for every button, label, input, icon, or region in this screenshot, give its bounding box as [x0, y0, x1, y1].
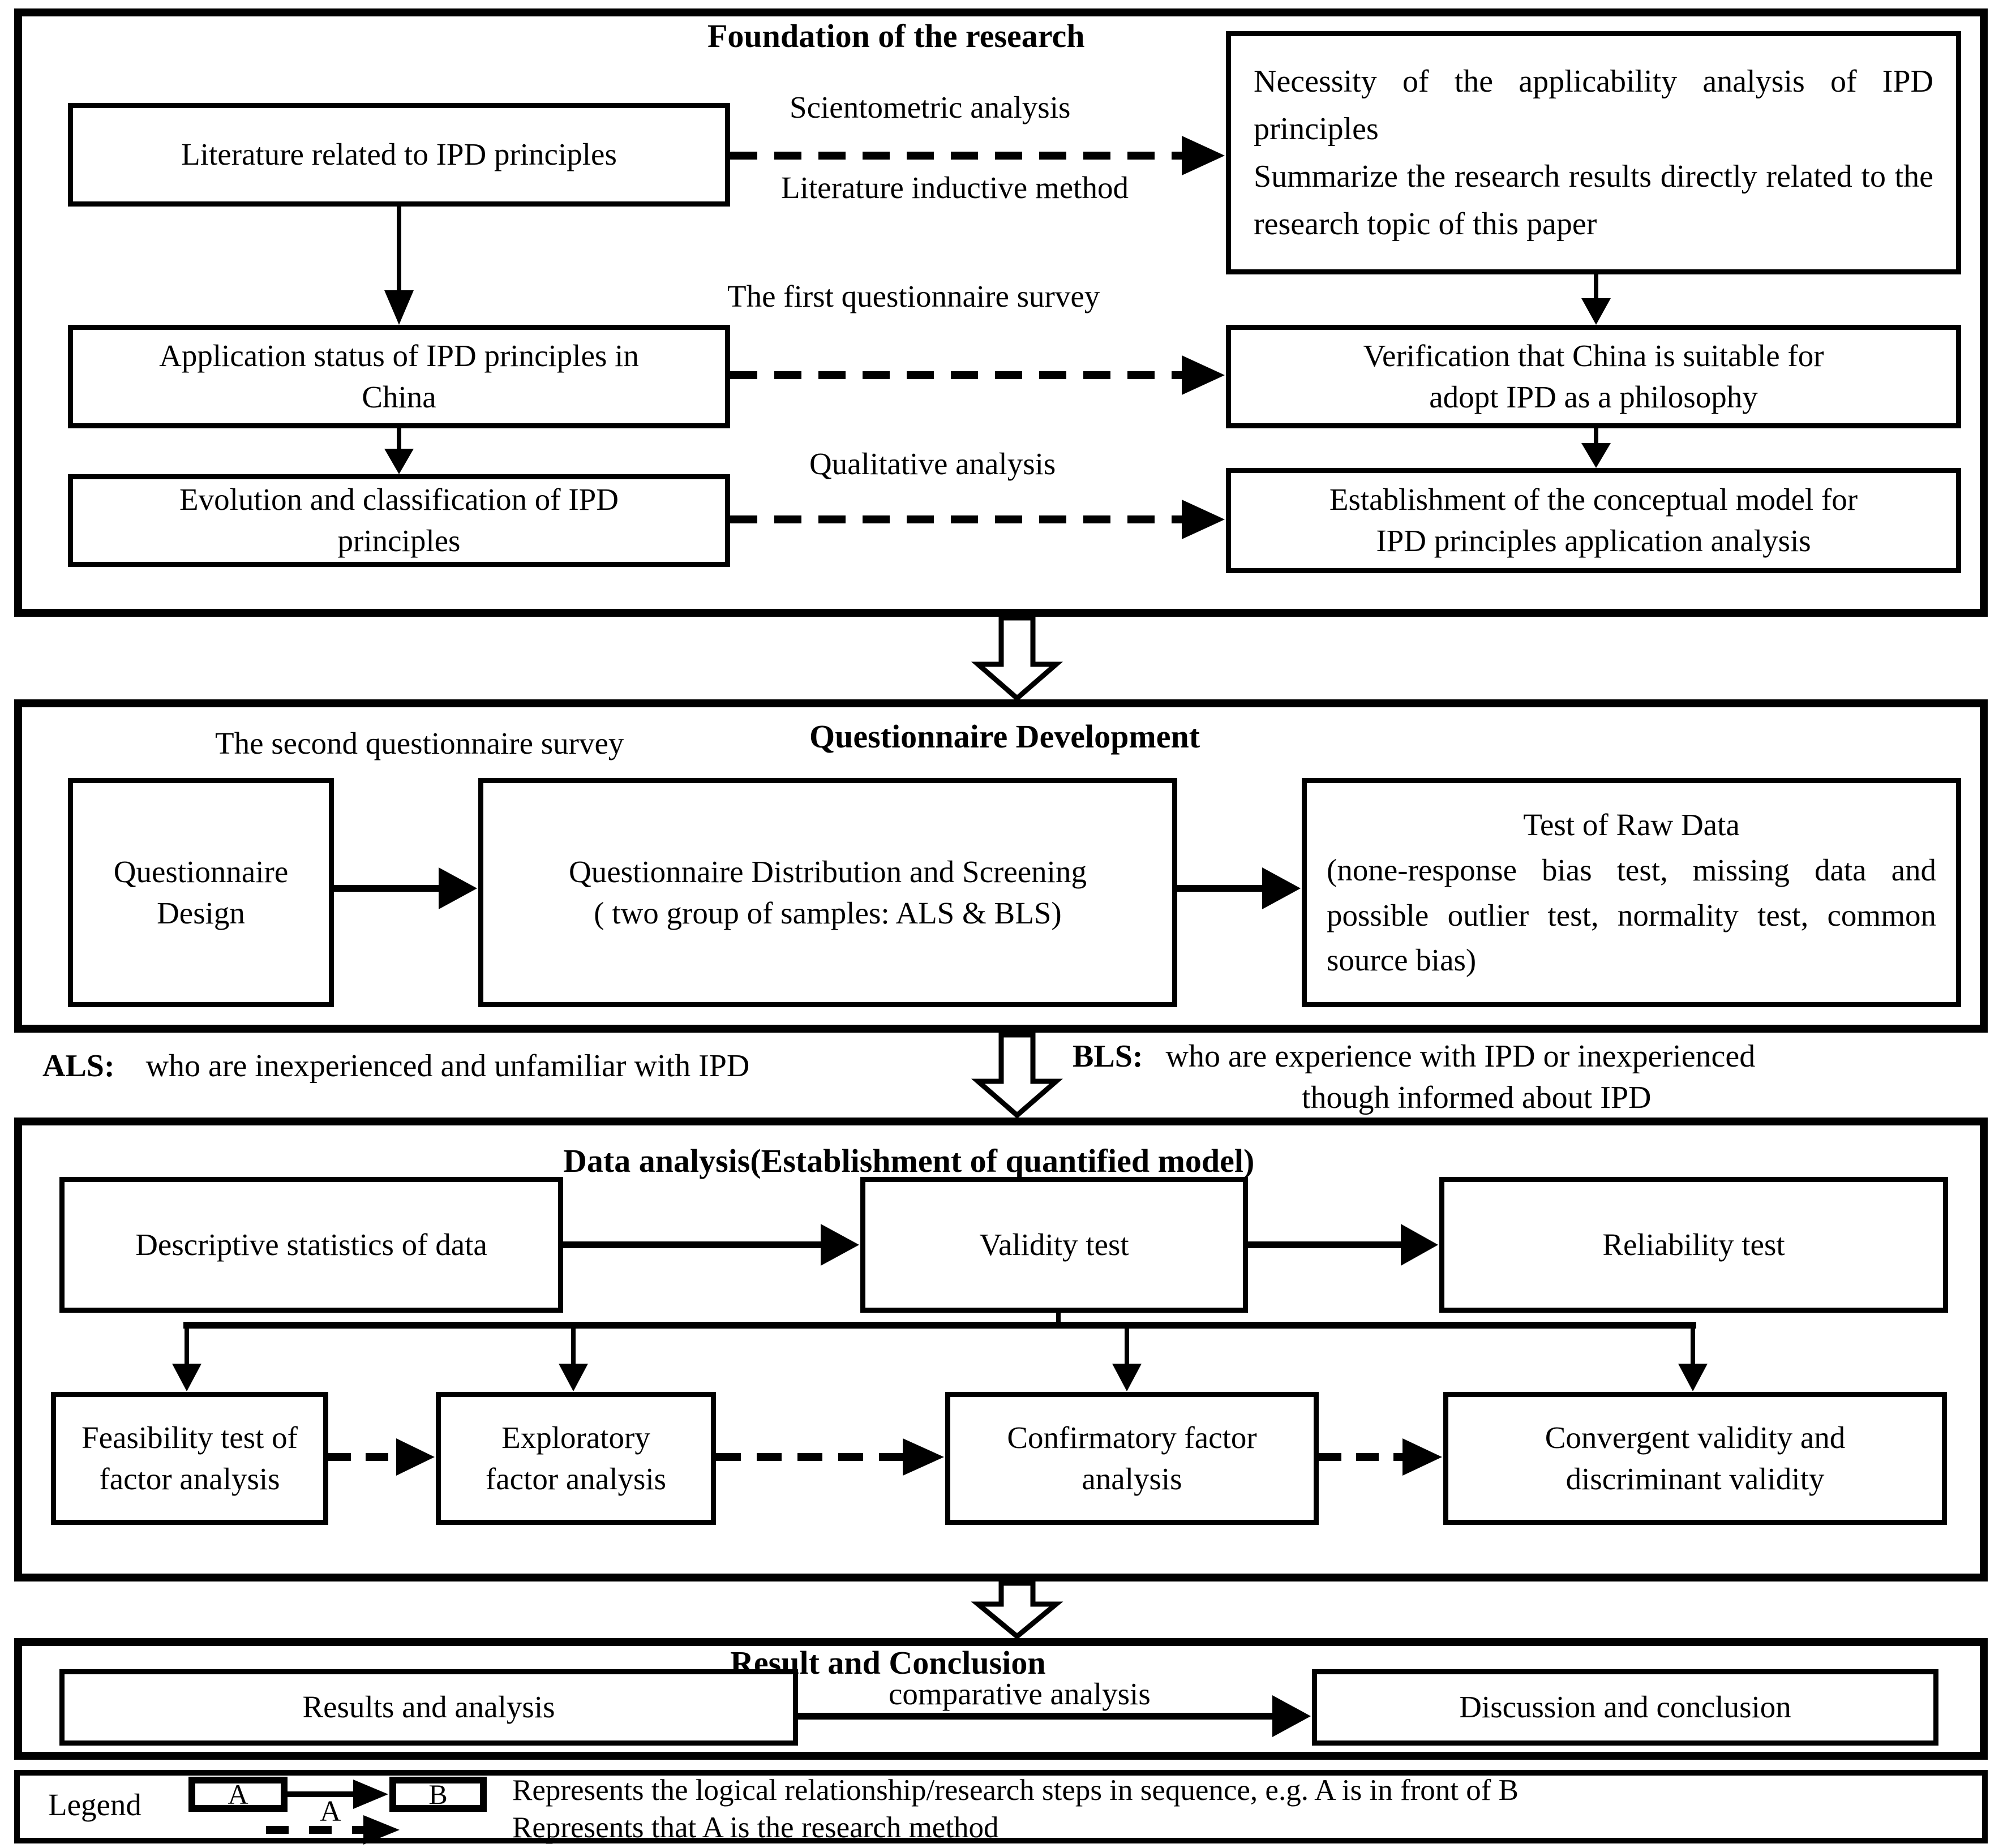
- section-analysis-title: Data analysis(Establishment of quantifie…: [563, 1142, 1255, 1179]
- box-descriptive-statistics: Descriptive statistics of data: [59, 1177, 563, 1313]
- box-verification: Verification that China is suitable for …: [1226, 325, 1961, 428]
- label-comparative-analysis: comparative analysis: [889, 1677, 1151, 1711]
- label-scientometric-analysis: Scientometric analysis: [790, 90, 1071, 124]
- box-application-line1: Application status of IPD principles in: [159, 338, 639, 373]
- box-verification-line2: adopt IPD as a philosophy: [1429, 379, 1758, 414]
- box-test-raw-data: Test of Raw Data (none-response bias tes…: [1302, 778, 1961, 1007]
- box-convergent-line1: Convergent validity and: [1545, 1420, 1846, 1455]
- legend-line2: Represents that A is the research method: [512, 1811, 999, 1844]
- connector-validity-to-factor-tests-icon: [172, 1308, 1708, 1391]
- box-verification-line1: Verification that China is suitable for: [1363, 338, 1824, 373]
- label-qualitative-analysis: Qualitative analysis: [809, 446, 1056, 481]
- box-confirmatory-line1: Confirmatory factor: [1007, 1420, 1257, 1455]
- box-discussion-text: Discussion and conclusion: [1459, 1690, 1791, 1725]
- section-foundation-title: Foundation of the research: [707, 18, 1085, 54]
- box-application-status: Application status of IPD principles in …: [68, 325, 730, 428]
- arrow-descriptive-to-validity-icon: [563, 1224, 859, 1266]
- dashed-arrow-evolution-to-establishment-icon: [730, 500, 1225, 539]
- legend-solid-arrow-icon: [288, 1780, 388, 1809]
- legend-box-b: B: [389, 1777, 487, 1812]
- box-evolution-line1: Evolution and classification of IPD: [179, 482, 619, 517]
- box-feasibility-test: Feasibility test of factor analysis: [51, 1392, 328, 1525]
- legend-box-a: A: [188, 1777, 288, 1812]
- box-confirmatory-line2: analysis: [1082, 1461, 1182, 1496]
- box-validity-text: Validity test: [979, 1227, 1129, 1262]
- box-feasibility-line2: factor analysis: [99, 1461, 280, 1496]
- box-reliability-test: Reliability test: [1439, 1177, 1948, 1313]
- box-convergent-validity: Convergent validity and discriminant val…: [1443, 1392, 1947, 1525]
- box-convergent-line2: discriminant validity: [1565, 1461, 1825, 1496]
- box-literature: Literature related to IPD principles: [68, 103, 730, 207]
- dashed-arrow-feasibility-to-exploratory-icon: [328, 1438, 435, 1476]
- section-flow-arrow-1-icon: [971, 615, 1063, 702]
- note-bls: BLS: who are experience with IPD or inexp…: [1073, 1038, 1755, 1075]
- dashed-arrow-literature-to-necessity-icon: [730, 136, 1225, 175]
- arrow-application-to-evolution-icon: [384, 428, 414, 474]
- section-flow-arrow-3-icon: [971, 1580, 1063, 1640]
- dashed-arrow-exploratory-to-confirmatory-icon: [716, 1438, 944, 1476]
- legend-label: Legend: [48, 1787, 141, 1822]
- box-questionnaire-design: Questionnaire Design: [68, 778, 334, 1007]
- box-literature-text: Literature related to IPD principles: [181, 137, 617, 172]
- label-second-questionnaire-survey: The second questionnaire survey: [215, 726, 624, 760]
- box-exploratory-line1: Exploratory: [501, 1420, 650, 1455]
- box-design-line1: Questionnaire: [113, 854, 289, 889]
- box-evolution-line2: principles: [337, 523, 461, 558]
- legend-method-a-label: A: [320, 1795, 341, 1828]
- box-rawdata-body: (none-response bias test, missing data a…: [1327, 852, 1936, 978]
- box-rawdata-title: Test of Raw Data: [1523, 807, 1740, 842]
- arrow-distribution-to-rawdata-icon: [1177, 867, 1301, 909]
- box-descriptive-text: Descriptive statistics of data: [135, 1227, 487, 1262]
- note-bls-text: who are experience with IPD or inexperie…: [1165, 1039, 1756, 1074]
- section-questionnaire-title: Questionnaire Development: [809, 718, 1200, 755]
- dashed-arrow-confirmatory-to-convergent-icon: [1319, 1438, 1442, 1476]
- arrow-results-to-discussion-icon: [798, 1695, 1311, 1737]
- box-establishment: Establishment of the conceptual model fo…: [1226, 468, 1961, 573]
- box-design-line2: Design: [157, 895, 245, 930]
- section-flow-arrow-2-icon: [971, 1032, 1063, 1119]
- arrow-necessity-to-verification-icon: [1581, 274, 1611, 325]
- arrow-validity-to-reliability-icon: [1248, 1224, 1438, 1266]
- label-first-questionnaire-survey: The first questionnaire survey: [727, 279, 1100, 313]
- box-reliability-text: Reliability test: [1602, 1227, 1785, 1262]
- box-feasibility-line1: Feasibility test of: [82, 1420, 298, 1455]
- box-distribution-line1: Questionnaire Distribution and Screening: [569, 854, 1087, 889]
- box-results-analysis: Results and analysis: [59, 1669, 798, 1746]
- arrow-design-to-distribution-icon: [334, 867, 477, 909]
- box-confirmatory-factor: Confirmatory factor analysis: [945, 1392, 1319, 1525]
- arrow-verification-to-establishment-icon: [1581, 428, 1611, 468]
- box-application-line2: China: [362, 379, 436, 414]
- legend-line1: Represents the logical relationship/rese…: [512, 1774, 1519, 1807]
- box-necessity: Necessity of the applicability analysis …: [1226, 31, 1961, 274]
- legend-box-a-text: A: [228, 1778, 248, 1810]
- box-establishment-line1: Establishment of the conceptual model fo…: [1329, 482, 1858, 517]
- label-literature-inductive-method: Literature inductive method: [781, 170, 1129, 205]
- note-als-text: who are inexperienced and unfamiliar wit…: [145, 1048, 750, 1084]
- box-necessity-p1: Necessity of the applicability analysis …: [1254, 64, 1933, 147]
- legend-dashed-arrow-icon: [266, 1815, 400, 1845]
- box-exploratory-factor: Exploratory factor analysis: [436, 1392, 716, 1525]
- box-validity-test: Validity test: [860, 1177, 1248, 1313]
- note-als: ALS: who are inexperienced and unfamiliar…: [42, 1048, 749, 1084]
- note-bls-line2: though informed about IPD: [1302, 1080, 1652, 1115]
- box-distribution-line2: ( two group of samples: ALS & BLS): [594, 895, 1062, 930]
- legend-box: [14, 1770, 1988, 1843]
- box-evolution: Evolution and classification of IPD prin…: [68, 474, 730, 567]
- box-necessity-p2: Summarize the research results directly …: [1254, 159, 1933, 242]
- box-exploratory-line2: factor analysis: [485, 1461, 667, 1496]
- box-distribution-screening: Questionnaire Distribution and Screening…: [478, 778, 1177, 1007]
- note-als-prefix: ALS:: [42, 1048, 115, 1084]
- box-discussion-conclusion: Discussion and conclusion: [1312, 1669, 1938, 1746]
- arrow-literature-to-application-icon: [384, 207, 414, 325]
- box-results-text: Results and analysis: [302, 1690, 555, 1725]
- legend-box-b-text: B: [428, 1778, 448, 1810]
- note-bls-prefix: BLS:: [1073, 1039, 1143, 1074]
- box-establishment-line2: IPD principles application analysis: [1376, 523, 1811, 558]
- dashed-arrow-application-to-verification-icon: [730, 355, 1225, 395]
